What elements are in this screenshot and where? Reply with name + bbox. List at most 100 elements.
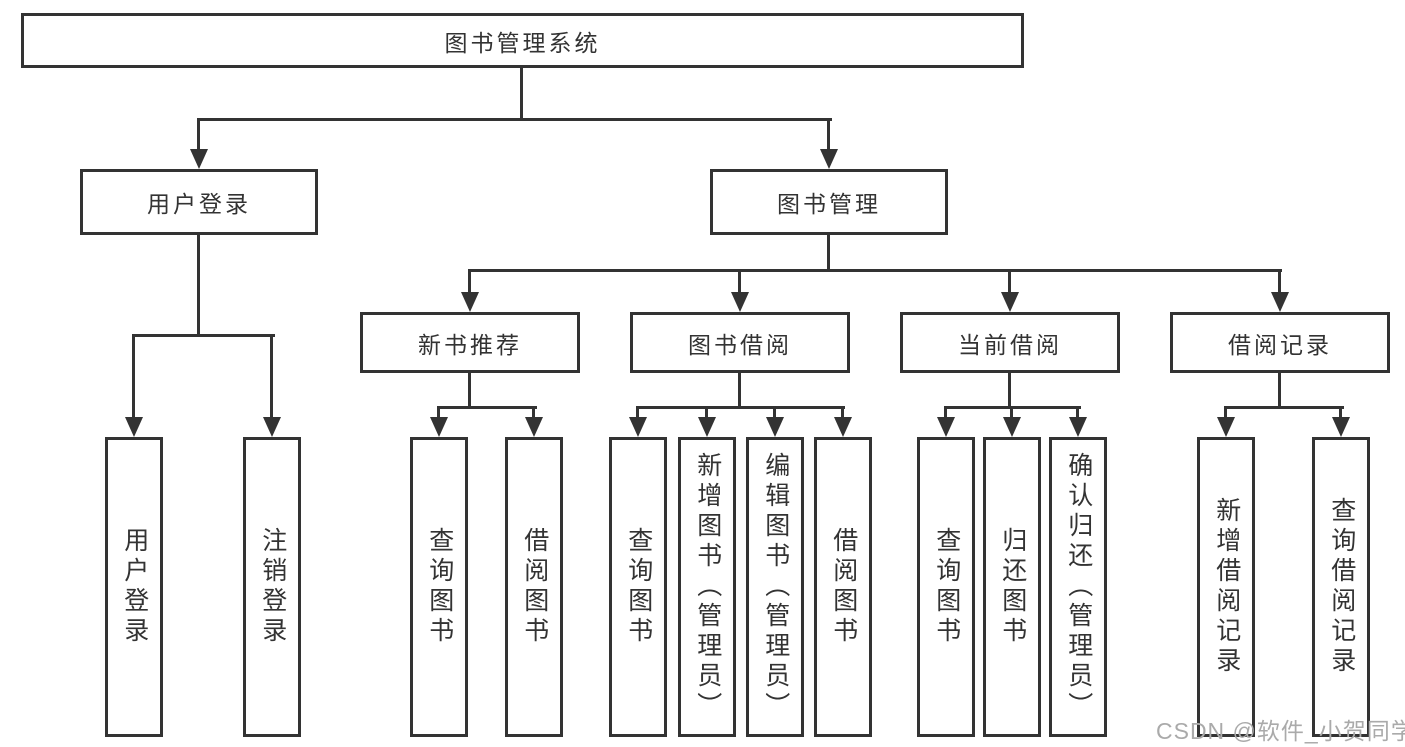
node-label: 查询图书 — [932, 527, 961, 647]
connector-vline — [468, 371, 471, 409]
connector-hline — [1225, 406, 1344, 409]
connector-arrow — [766, 406, 784, 437]
arrow-shaft — [532, 406, 535, 419]
arrow-shaft — [841, 406, 844, 419]
node-label: 新增图书（管理员） — [693, 452, 722, 722]
node-current-borrowing: 当前借阅 — [900, 312, 1120, 373]
node-label: 借阅记录 — [1228, 331, 1332, 358]
arrow-shaft — [197, 118, 200, 151]
leaf-confirm-return-admin: 确认归还（管理员） — [1049, 437, 1107, 737]
arrow-shaft — [705, 406, 708, 419]
leaf-query-borrow-record: 查询借阅记录 — [1312, 437, 1370, 737]
arrow-shaft — [738, 269, 741, 294]
arrow-head — [1001, 292, 1019, 312]
arrow-shaft — [944, 406, 947, 419]
connector-arrow — [190, 118, 208, 169]
arrow-shaft — [132, 334, 135, 419]
arrow-head — [834, 417, 852, 437]
node-label: 查询借阅记录 — [1327, 497, 1356, 677]
arrow-head — [698, 417, 716, 437]
connector-hline — [438, 406, 537, 409]
node-label: 图书管理系统 — [444, 29, 601, 56]
leaf-edit-book-admin: 编辑图书（管理员） — [746, 437, 804, 737]
connector-arrow — [125, 334, 143, 437]
arrow-shaft — [636, 406, 639, 419]
node-label: 借阅图书 — [829, 527, 858, 647]
leaf-return-books: 归还图书 — [983, 437, 1041, 737]
leaf-query-books-borrow: 查询图书 — [609, 437, 667, 737]
connector-arrow — [525, 406, 543, 437]
arrow-shaft — [437, 406, 440, 419]
node-user-login: 用户登录 — [80, 169, 318, 235]
arrow-shaft — [1224, 406, 1227, 419]
node-label: 用户登录 — [120, 527, 149, 647]
connector-arrow — [629, 406, 647, 437]
connector-arrow — [834, 406, 852, 437]
node-book-management: 图书管理 — [710, 169, 948, 235]
connector-arrow — [1001, 269, 1019, 312]
arrow-head — [525, 417, 543, 437]
arrow-shaft — [468, 269, 471, 294]
node-label: 图书借阅 — [688, 331, 792, 358]
arrow-shaft — [1339, 406, 1342, 419]
connector-arrow — [1271, 269, 1289, 312]
arrow-shaft — [1278, 269, 1281, 294]
arrow-head — [766, 417, 784, 437]
arrow-head — [263, 417, 281, 437]
arrow-shaft — [1076, 406, 1079, 419]
arrow-head — [1069, 417, 1087, 437]
arrow-head — [1271, 292, 1289, 312]
node-label: 归还图书 — [998, 527, 1027, 647]
connector-arrow — [1332, 406, 1350, 437]
arrow-head — [190, 149, 208, 169]
connector-arrow — [1217, 406, 1235, 437]
connector-arrow — [263, 334, 281, 437]
arrow-shaft — [773, 406, 776, 419]
connector-vline — [1278, 371, 1281, 409]
connector-arrow — [937, 406, 955, 437]
leaf-borrow-books-newbook: 借阅图书 — [505, 437, 563, 737]
arrow-head — [1003, 417, 1021, 437]
connector-hline — [469, 269, 1282, 272]
arrow-shaft — [1008, 269, 1011, 294]
leaf-query-books-current: 查询图书 — [917, 437, 975, 737]
arrow-shaft — [270, 334, 273, 419]
arrow-head — [1332, 417, 1350, 437]
connector-vline — [520, 66, 523, 120]
arrow-head — [125, 417, 143, 437]
node-label: 新书推荐 — [418, 331, 522, 358]
connector-vline — [1008, 371, 1011, 409]
connector-arrow — [461, 269, 479, 312]
arrow-head — [461, 292, 479, 312]
connector-hline — [637, 406, 845, 409]
arrow-head — [1217, 417, 1235, 437]
leaf-borrow-books-borrow: 借阅图书 — [814, 437, 872, 737]
node-label: 查询图书 — [624, 527, 653, 647]
node-library-system: 图书管理系统 — [21, 13, 1024, 68]
node-label: 查询图书 — [425, 527, 454, 647]
leaf-add-borrow-record: 新增借阅记录 — [1197, 437, 1255, 737]
connector-arrow — [1003, 406, 1021, 437]
leaf-user-login: 用户登录 — [105, 437, 163, 737]
arrow-shaft — [1010, 406, 1013, 419]
arrow-head — [820, 149, 838, 169]
connector-arrow — [731, 269, 749, 312]
node-label: 确认归还（管理员） — [1064, 452, 1093, 722]
leaf-logout: 注销登录 — [243, 437, 301, 737]
node-label: 编辑图书（管理员） — [761, 452, 790, 722]
leaf-query-books-newbook: 查询图书 — [410, 437, 468, 737]
node-label: 借阅图书 — [520, 527, 549, 647]
connector-hline — [198, 118, 832, 121]
connector-vline — [738, 371, 741, 409]
connector-arrow — [430, 406, 448, 437]
arrow-head — [430, 417, 448, 437]
watermark: CSDN @软件_小贺同学 — [1156, 718, 1405, 744]
node-label: 用户登录 — [147, 191, 251, 217]
connector-arrow — [698, 406, 716, 437]
connector-hline — [945, 406, 1081, 409]
node-label: 图书管理 — [777, 191, 881, 217]
node-book-borrowing: 图书借阅 — [630, 312, 850, 373]
leaf-add-book-admin: 新增图书（管理员） — [678, 437, 736, 737]
arrow-head — [731, 292, 749, 312]
